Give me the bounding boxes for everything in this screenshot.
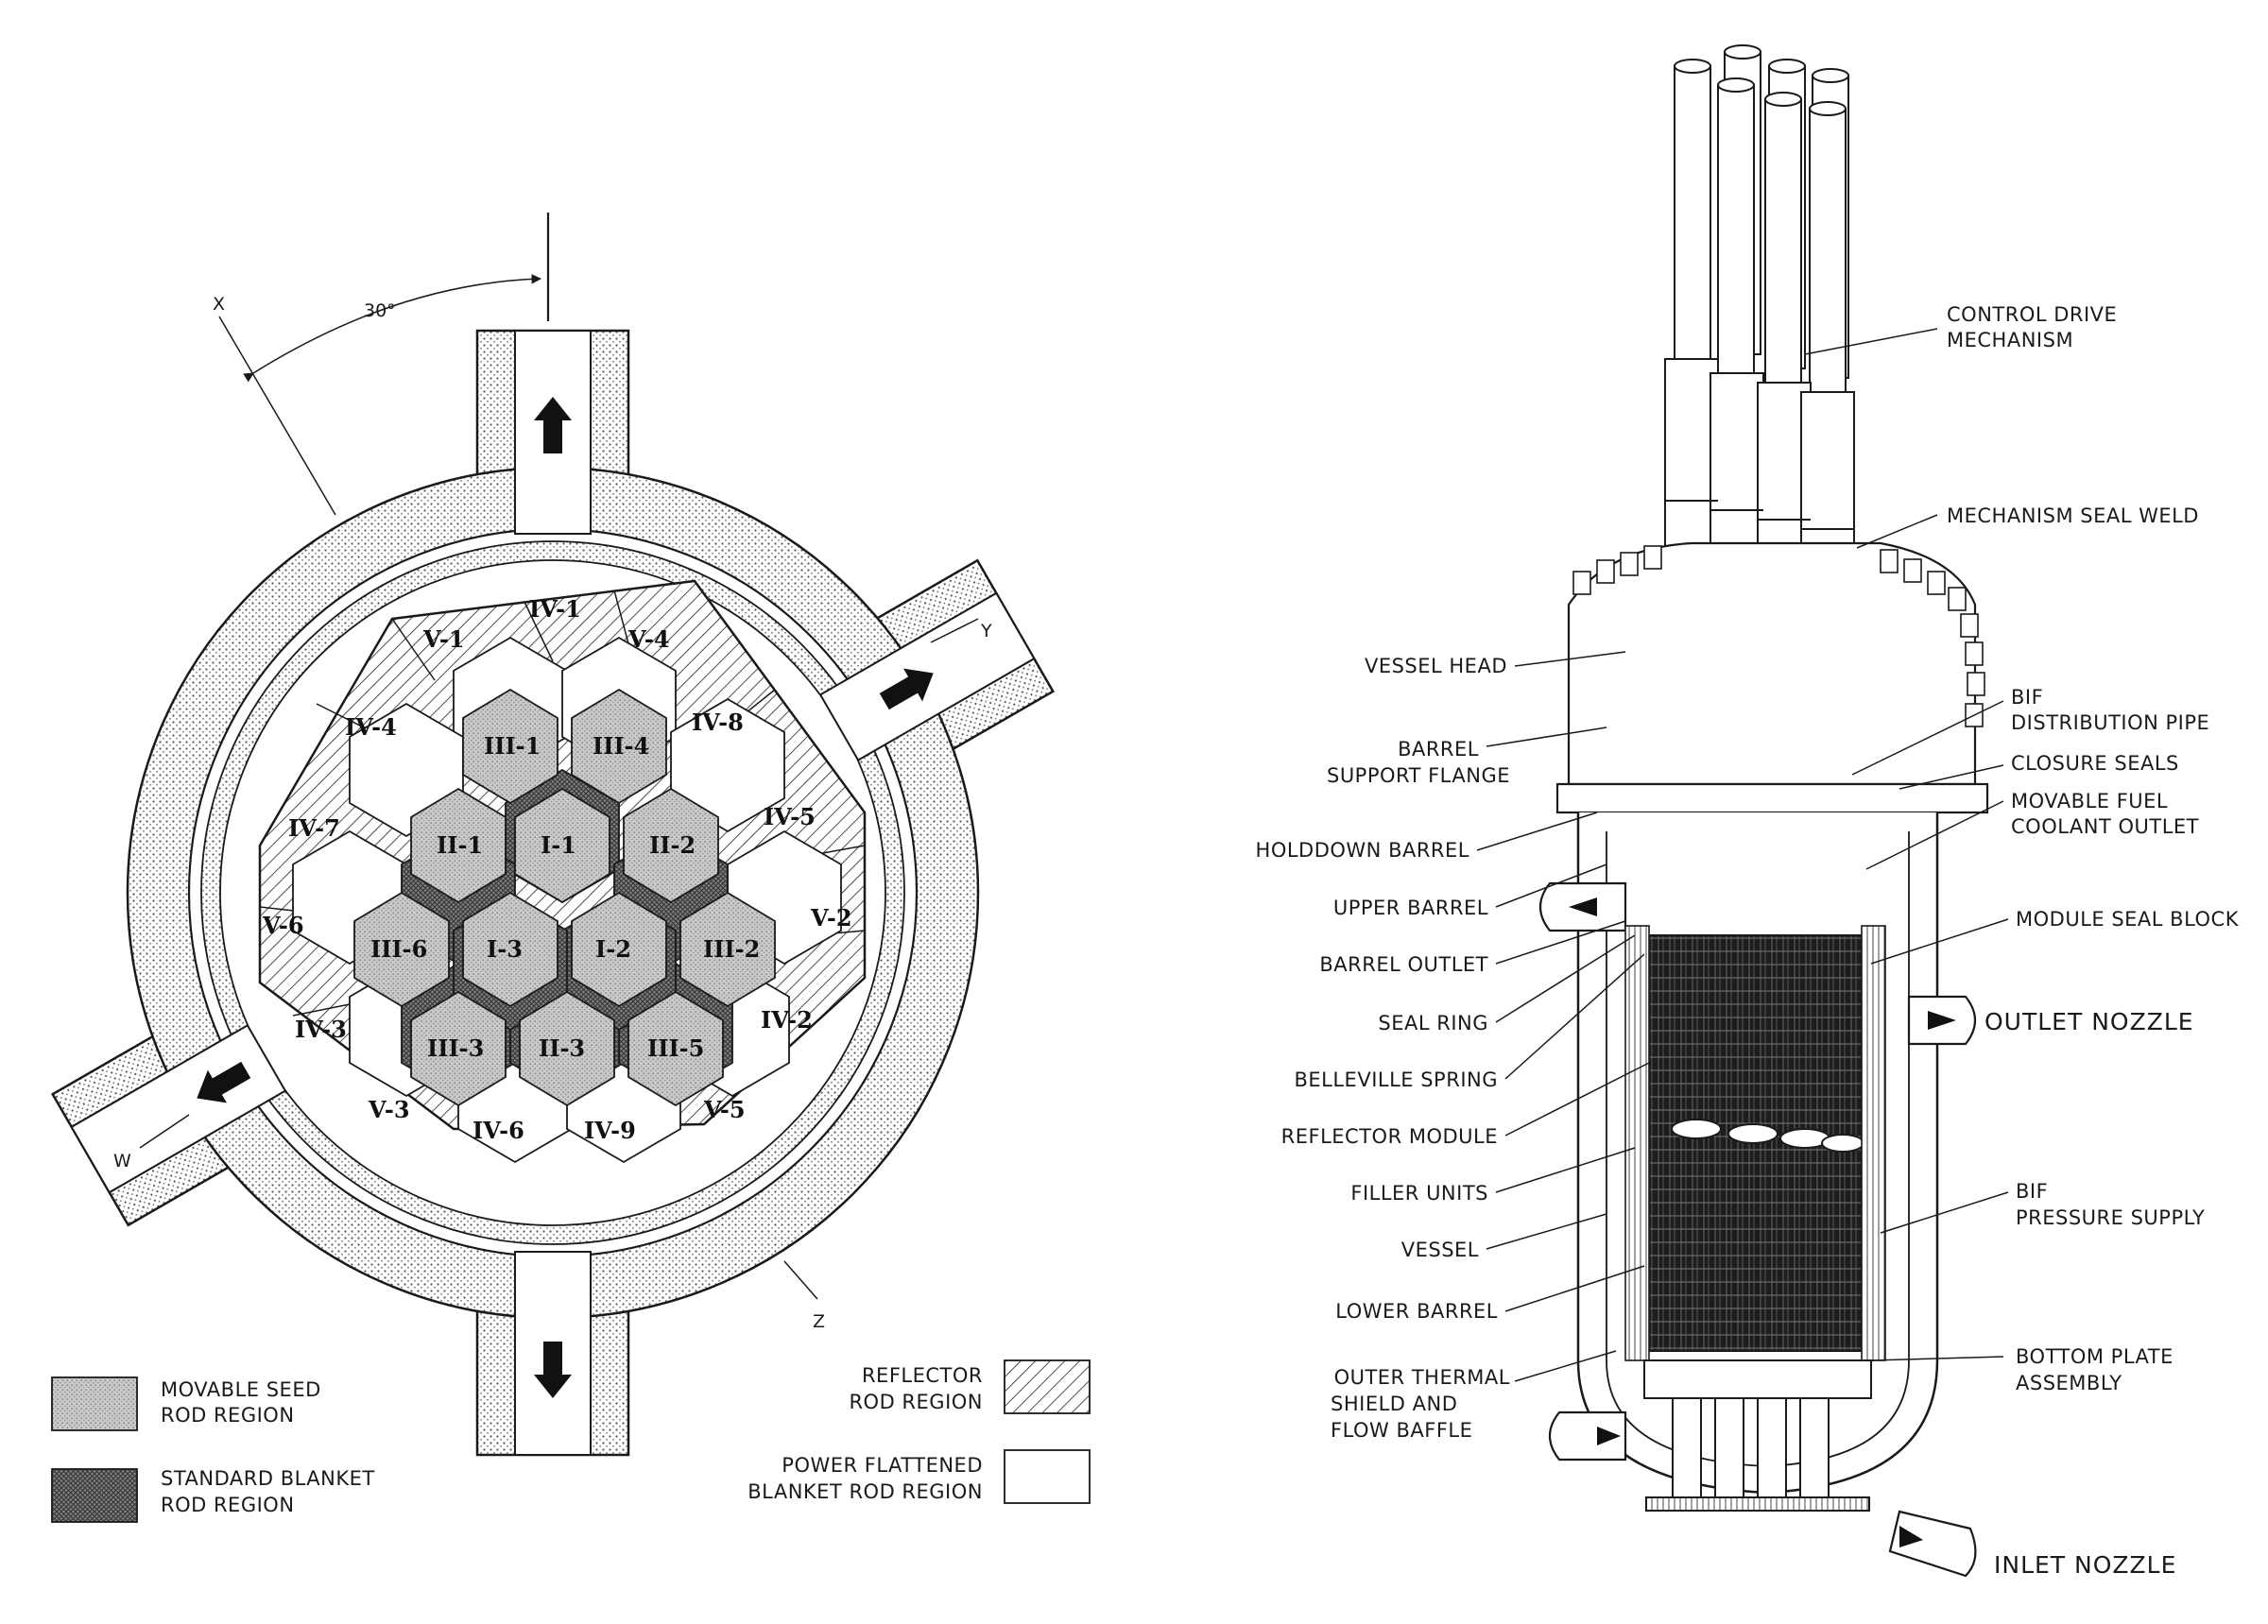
- legend-swatch-flattened: [1004, 1449, 1091, 1504]
- core-modules: [1624, 925, 1886, 1361]
- label-outer-thermal-3: FLOW BAFFLE: [1331, 1419, 1472, 1442]
- core-cross-section: III-1 III-4 II-1 I-1 II-2 III-6 I-3 I-2 …: [50, 213, 1091, 1523]
- label-control-drive-2: MECHANISM: [1947, 329, 2073, 351]
- cell-I-2: I-2: [595, 935, 631, 963]
- cell-II-2: II-2: [649, 831, 696, 859]
- seed-cell-labels: III-1 III-4 II-1 I-1 II-2 III-6 I-3 I-2 …: [370, 732, 760, 1062]
- label-bif-pressure-1: BIF: [2016, 1180, 2048, 1203]
- cell-I-1: I-1: [541, 831, 576, 859]
- label-movable-fuel-1: MOVABLE FUEL: [2011, 790, 2168, 812]
- lower-barrel: [1643, 1359, 1872, 1512]
- cell-IV-8: IV-8: [692, 709, 744, 736]
- label-bif-pressure-2: PRESSURE SUPPLY: [2016, 1206, 2205, 1229]
- label-barrel-support-2: SUPPORT FLANGE: [1327, 764, 1510, 787]
- label-seal-ring: SEAL RING: [1378, 1012, 1488, 1034]
- angle-label: 30°: [364, 300, 396, 321]
- label-outlet-nozzle: OUTLET NOZZLE: [1984, 1008, 2194, 1035]
- label-bottom-plate-2: ASSEMBLY: [2016, 1372, 2122, 1394]
- label-barrel-support-1: BARREL: [1398, 738, 1479, 761]
- cell-III-1: III-1: [484, 732, 541, 760]
- cell-I-3: I-3: [487, 935, 523, 963]
- label-vessel-head: VESSEL HEAD: [1365, 655, 1507, 677]
- axis-label-y: Y: [980, 621, 992, 641]
- label-module-seal-block: MODULE SEAL BLOCK: [2016, 908, 2240, 931]
- label-bif-1: BIF: [2011, 686, 2043, 709]
- cell-II-1: II-1: [437, 831, 483, 859]
- cell-IV-6: IV-6: [472, 1117, 524, 1144]
- vessel-head: [1555, 541, 1989, 814]
- cell-II-3: II-3: [539, 1034, 585, 1062]
- label-mechanism-seal-weld: MECHANISM SEAL WELD: [1947, 504, 2199, 527]
- legend-reflector-line2: ROD REGION: [849, 1391, 983, 1413]
- cell-V-3: V-3: [368, 1096, 410, 1123]
- cell-V-1: V-1: [422, 625, 465, 653]
- legend-flattened-line1: POWER FLATTENED: [782, 1454, 983, 1477]
- reactor-vessel-cutaway: CONTROL DRIVE MECHANISM MECHANISM SEAL W…: [1256, 44, 2240, 1579]
- cell-III-6: III-6: [370, 935, 427, 963]
- label-vessel: VESSEL: [1401, 1239, 1479, 1261]
- label-lower-barrel: LOWER BARREL: [1335, 1300, 1498, 1323]
- legend-flattened-line2: BLANKET ROD REGION: [747, 1480, 983, 1503]
- axis-label-w: W: [113, 1151, 131, 1171]
- label-bif-2: DISTRIBUTION PIPE: [2011, 711, 2209, 734]
- axis-reference-lines: X 30° Y W Z: [113, 213, 992, 1332]
- axis-label-z: Z: [813, 1311, 825, 1332]
- label-reflector-module: REFLECTOR MODULE: [1281, 1125, 1498, 1148]
- cell-IV-1: IV-1: [529, 595, 581, 623]
- cell-V-5: V-5: [703, 1096, 746, 1123]
- movable-seed-hexes: [353, 688, 776, 1107]
- cell-V-6: V-6: [262, 912, 304, 939]
- legend-swatch-reflector: [1004, 1359, 1091, 1414]
- cell-IV-9: IV-9: [584, 1117, 636, 1144]
- legend-reflector-line1: REFLECTOR: [862, 1364, 983, 1387]
- vessel-flow-arrows: [1569, 897, 1956, 1547]
- label-barrel-outlet: BARREL OUTLET: [1319, 953, 1488, 976]
- cell-IV-2: IV-2: [761, 1006, 813, 1034]
- cell-IV-4: IV-4: [345, 713, 397, 741]
- legend-blanket-line2: ROD REGION: [161, 1494, 295, 1516]
- label-holddown-barrel: HOLDDOWN BARREL: [1256, 839, 1469, 862]
- cell-III-3: III-3: [427, 1034, 484, 1062]
- label-belleville-spring: BELLEVILLE SPRING: [1294, 1068, 1498, 1091]
- label-upper-barrel: UPPER BARREL: [1333, 897, 1488, 919]
- reflector-cell-labels: IV-1 V-1 V-4 IV-4 IV-8 IV-7 IV-5 V-6 V-2…: [262, 595, 852, 1144]
- label-outer-thermal-1: OUTER THERMAL: [1334, 1366, 1510, 1389]
- legend-swatch-seed: [51, 1376, 138, 1431]
- cell-III-4: III-4: [593, 732, 649, 760]
- cell-V-2: V-2: [810, 904, 852, 932]
- legend: MOVABLE SEED ROD REGION STANDARD BLANKET…: [51, 1359, 1091, 1523]
- label-bottom-plate-1: BOTTOM PLATE: [2016, 1345, 2174, 1368]
- label-outer-thermal-2: SHIELD AND: [1331, 1393, 1457, 1415]
- cell-III-5: III-5: [647, 1034, 704, 1062]
- label-filler-units: FILLER UNITS: [1350, 1182, 1488, 1205]
- label-closure-seals: CLOSURE SEALS: [2011, 752, 2179, 775]
- label-inlet-nozzle: INLET NOZZLE: [1994, 1551, 2176, 1579]
- vessel-labels: CONTROL DRIVE MECHANISM MECHANISM SEAL W…: [1256, 303, 2240, 1579]
- cell-V-4: V-4: [627, 625, 670, 653]
- cell-IV-5: IV-5: [764, 803, 816, 830]
- legend-blanket-line1: STANDARD BLANKET: [161, 1467, 375, 1490]
- legend-seed-line1: MOVABLE SEED: [161, 1378, 321, 1401]
- flow-arrows: [197, 397, 934, 1398]
- axis-label-x: X: [213, 294, 225, 315]
- cell-IV-3: IV-3: [295, 1016, 347, 1043]
- cell-IV-7: IV-7: [288, 814, 340, 842]
- cell-III-2: III-2: [703, 935, 760, 963]
- label-control-drive-1: CONTROL DRIVE: [1947, 303, 2117, 326]
- legend-swatch-blanket: [51, 1468, 138, 1523]
- legend-seed-line2: ROD REGION: [161, 1404, 295, 1427]
- leader-lines: [1476, 328, 2009, 1382]
- label-movable-fuel-2: COOLANT OUTLET: [2011, 815, 2199, 838]
